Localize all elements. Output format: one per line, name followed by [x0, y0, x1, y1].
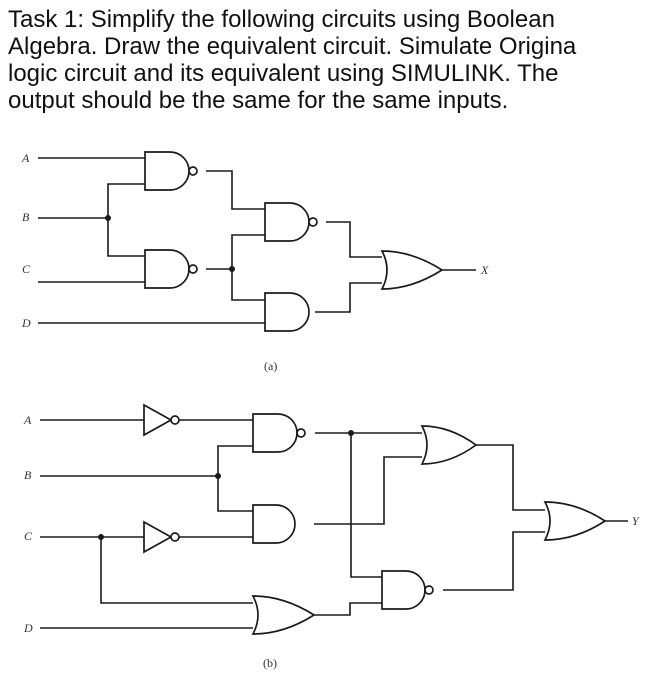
circuit-a-or-gate: [380, 250, 444, 290]
circuit-a-input-b: B: [22, 210, 30, 224]
circuit-b-nand-gate-2: [381, 570, 434, 610]
circuit-b-output-y: Y: [632, 514, 640, 528]
circuit-b-input-c: C: [24, 529, 33, 543]
circuit-a-junction-b: [105, 215, 111, 221]
circuit-a-input-c: C: [22, 262, 31, 276]
circuit-b-and-gate: [252, 504, 296, 544]
circuit-b-or-gate-final: [543, 501, 607, 541]
circuit-a-nand-gate-1: [144, 151, 198, 191]
circuit-a: A B C D: [21, 151, 489, 373]
task-instructions: Task 1: Simplify the following circuits …: [8, 6, 577, 114]
circuit-b-input-b: B: [24, 468, 32, 482]
circuit-b-or-gate-1: [251, 595, 316, 635]
circuit-a-nand-gate-3: [264, 202, 318, 242]
circuit-a-wires: [38, 157, 476, 324]
circuit-b-junction-b: [215, 473, 221, 479]
circuit-b-junction-c: [98, 534, 104, 540]
circuit-a-output-x: X: [480, 263, 489, 277]
circuit-b-caption: (b): [263, 656, 277, 670]
circuit-a-nand-gate-2: [144, 249, 198, 289]
circuit-a-junction-nand2: [229, 266, 235, 272]
circuit-b-or-gate-2: [420, 425, 478, 465]
circuit-b-input-a: A: [23, 413, 32, 427]
circuit-a-input-d: D: [21, 316, 31, 330]
circuit-b-not-gate-c: [143, 520, 180, 554]
circuit-b-junction-nand1: [348, 430, 354, 436]
circuit-a-input-a: A: [21, 151, 30, 165]
circuit-b-wires: [40, 419, 628, 629]
circuit-b-not-gate-a: [143, 403, 180, 437]
circuit-a-caption: (a): [264, 359, 277, 373]
circuit-b: A B C D: [23, 403, 640, 670]
circuit-b-input-d: D: [23, 621, 33, 635]
circuit-b-nand-gate-1: [252, 413, 306, 453]
circuit-a-and-gate: [264, 292, 310, 332]
